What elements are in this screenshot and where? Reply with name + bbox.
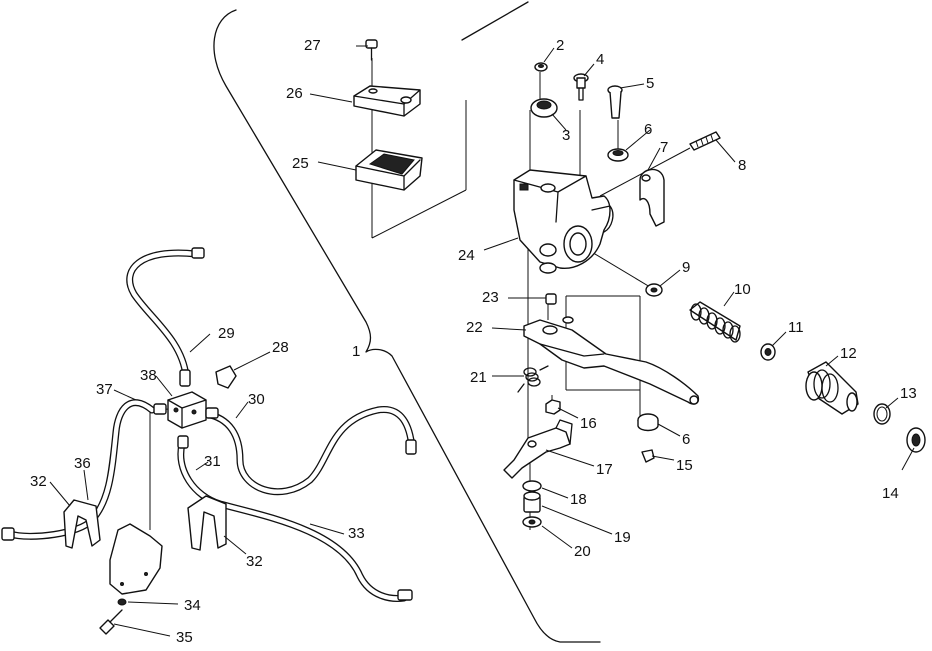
callout-14: 14 bbox=[882, 485, 899, 502]
part-26-reservoir-cover bbox=[353, 85, 421, 117]
callout-2: 2 bbox=[556, 37, 564, 54]
part-19-switch bbox=[523, 491, 541, 513]
part-6-washer-upper bbox=[607, 148, 629, 162]
part-34-washer bbox=[117, 598, 127, 606]
part-10-spring bbox=[689, 301, 741, 343]
callout-23: 23 bbox=[482, 289, 499, 306]
part-21-return-spring bbox=[517, 365, 549, 393]
part-23-bushing bbox=[545, 293, 557, 305]
callout-12: 12 bbox=[840, 345, 857, 362]
callout-34: 34 bbox=[184, 597, 201, 614]
part-12-piston bbox=[805, 361, 859, 415]
callout-17: 17 bbox=[596, 461, 613, 478]
callout-37: 37 bbox=[96, 381, 113, 398]
callout-4: 4 bbox=[596, 51, 604, 68]
callout-9: 9 bbox=[682, 259, 690, 276]
callout-7: 7 bbox=[660, 139, 668, 156]
callout-32-right: 32 bbox=[246, 553, 263, 570]
part-9-washer bbox=[645, 283, 663, 297]
callout-38: 38 bbox=[140, 367, 157, 384]
hose-fittings bbox=[1, 247, 417, 601]
part-32-hose-clip-right bbox=[187, 495, 227, 551]
part-7-clamp bbox=[639, 168, 665, 227]
part-8-set-screw bbox=[689, 131, 721, 151]
callout-22: 22 bbox=[466, 319, 483, 336]
part-28-bleeder bbox=[215, 365, 237, 389]
callout-5: 5 bbox=[646, 75, 654, 92]
part-17-switch-bracket bbox=[503, 419, 573, 479]
part-16-nut bbox=[545, 399, 561, 415]
callout-29: 29 bbox=[218, 325, 235, 342]
part-25-diaphragm bbox=[355, 149, 423, 191]
part-2-nut bbox=[534, 62, 548, 72]
part-11-washer bbox=[760, 343, 776, 361]
callout-19: 19 bbox=[614, 529, 631, 546]
callout-18: 18 bbox=[570, 491, 587, 508]
callout-20: 20 bbox=[574, 543, 591, 560]
callout-8: 8 bbox=[738, 157, 746, 174]
callout-35: 35 bbox=[176, 629, 193, 646]
leader-lines bbox=[49, 45, 915, 637]
boundary-top-segment bbox=[461, 1, 529, 41]
part-22-brake-lever bbox=[523, 316, 700, 405]
callout-16: 16 bbox=[580, 415, 597, 432]
callout-33: 33 bbox=[348, 525, 365, 542]
callout-21: 21 bbox=[470, 369, 487, 386]
part-27-cover-screw bbox=[365, 39, 378, 61]
part-15-screw bbox=[641, 449, 655, 463]
part-35-bolt bbox=[99, 609, 123, 635]
callout-6-lower: 6 bbox=[682, 431, 690, 448]
part-38-junction-block bbox=[153, 391, 219, 429]
brake-hoses bbox=[6, 249, 416, 602]
callout-31: 31 bbox=[204, 453, 221, 470]
alignment-lines bbox=[149, 58, 691, 530]
callout-11: 11 bbox=[788, 319, 804, 336]
callout-1: 1 bbox=[352, 343, 360, 360]
callout-13: 13 bbox=[900, 385, 917, 402]
callout-32-left: 32 bbox=[30, 473, 47, 490]
part-5-pin bbox=[607, 85, 623, 119]
bracket-plate bbox=[109, 523, 163, 595]
part-18-washer bbox=[522, 480, 542, 492]
part-36-hose-clip-left bbox=[63, 499, 101, 549]
part-20-nut bbox=[522, 516, 542, 528]
callout-27: 27 bbox=[304, 37, 321, 54]
part-3-seal bbox=[530, 98, 558, 118]
callout-24: 24 bbox=[458, 247, 475, 264]
callout-28: 28 bbox=[272, 339, 289, 356]
part-13-o-ring bbox=[873, 403, 891, 425]
assembly-boundary-line bbox=[213, 9, 601, 643]
callout-6: 6 bbox=[644, 121, 652, 138]
part-4-bolt bbox=[573, 73, 589, 101]
callout-25: 25 bbox=[292, 155, 309, 172]
callout-26: 26 bbox=[286, 85, 303, 102]
part-6-washer-lower bbox=[637, 413, 659, 432]
callout-3: 3 bbox=[562, 127, 570, 144]
part-24-master-cylinder bbox=[513, 169, 614, 274]
callout-15: 15 bbox=[676, 457, 693, 474]
callout-30: 30 bbox=[248, 391, 265, 408]
callout-labels: 1 2 3 4 5 6 6 7 8 9 10 11 12 13 14 15 16… bbox=[30, 37, 917, 646]
callout-36: 36 bbox=[74, 455, 91, 472]
callout-10: 10 bbox=[734, 281, 751, 298]
part-14-dust-cap bbox=[906, 427, 926, 453]
